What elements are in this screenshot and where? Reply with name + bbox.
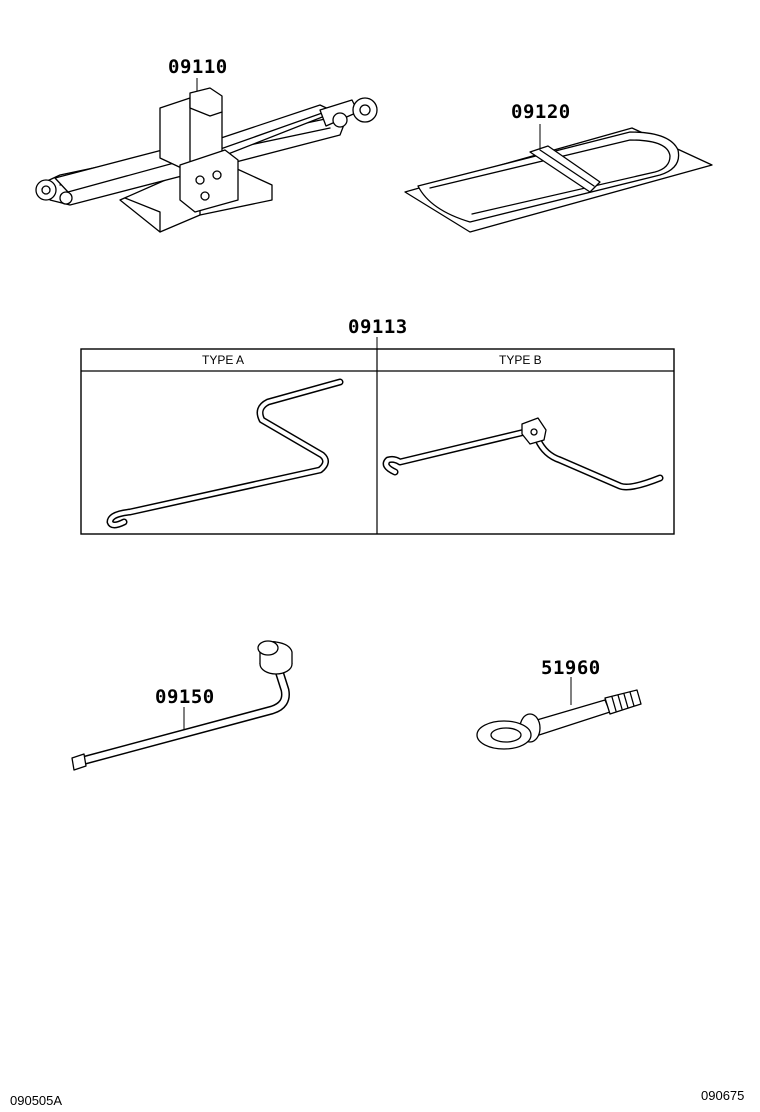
- jack-handle-table: [80, 337, 675, 535]
- towing-eye-icon: [476, 677, 642, 750]
- footer-right-code: 090675: [701, 1088, 745, 1103]
- scissor-jack-icon: [35, 78, 378, 233]
- part-number-jack: 09110: [168, 56, 228, 78]
- lug-wrench-icon: [71, 640, 293, 771]
- footer-left-code: 090505A: [10, 1093, 63, 1108]
- jack-handle-type-b-icon: [382, 417, 664, 491]
- tool-bag-icon: [404, 124, 713, 233]
- part-number-wrench: 09150: [155, 686, 215, 708]
- jack-handle-type-a-icon: [106, 378, 344, 529]
- part-number-towing-eye: 51960: [541, 657, 601, 679]
- type-a-label: TYPE A: [202, 353, 245, 367]
- part-number-jack-handle: 09113: [348, 316, 408, 338]
- type-b-label: TYPE B: [499, 353, 542, 367]
- part-number-tool-bag: 09120: [511, 101, 571, 123]
